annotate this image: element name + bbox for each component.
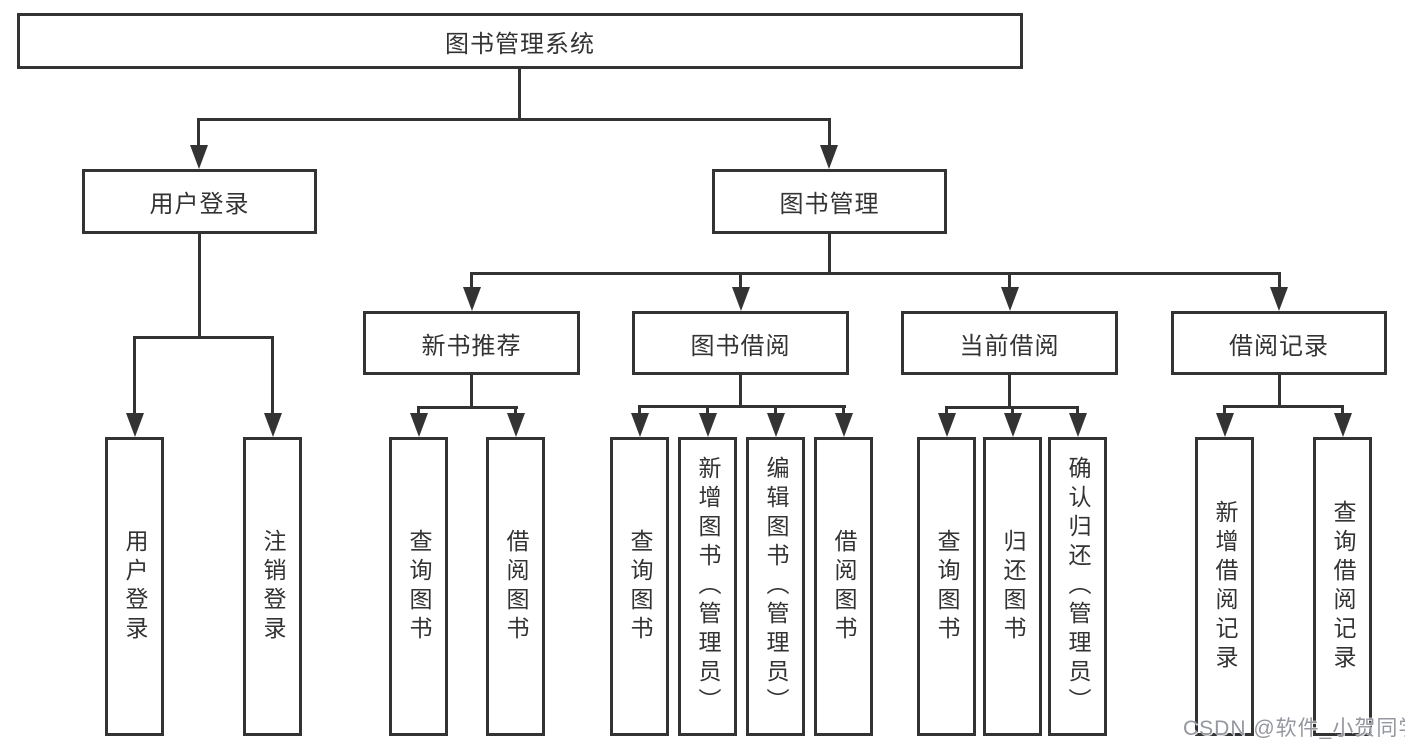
arrowhead-down-icon	[1069, 413, 1087, 437]
connector-line	[739, 375, 742, 408]
connector-line	[470, 272, 1281, 275]
connector-line	[417, 406, 518, 409]
csdn-watermark: CSDN @软件_小贺同学	[1183, 717, 1405, 740]
arrowhead-down-icon	[507, 413, 525, 437]
node-leaf-borrow-books-borrowing: 借阅图书	[814, 437, 873, 736]
leaf-label: 确认归还（管理员）	[1065, 456, 1091, 717]
node-leaf-user-login: 用户登录	[105, 437, 164, 736]
arrowhead-down-icon	[1001, 287, 1019, 311]
connector-line	[1223, 405, 1226, 418]
node-leaf-query-borrow-record: 查询借阅记录	[1313, 437, 1372, 736]
node-leaf-query-books-current: 查询图书	[917, 437, 976, 736]
arrowhead-down-icon	[1004, 413, 1022, 437]
arrowhead-down-icon	[1334, 413, 1352, 437]
connector-line	[774, 405, 777, 418]
connector-line	[1008, 272, 1011, 290]
connector-line	[1011, 406, 1014, 418]
node-leaf-borrow-books-recommend: 借阅图书	[486, 437, 545, 736]
node-book-management: 图书管理	[712, 169, 947, 234]
leaf-label: 用户登录	[122, 528, 148, 645]
leaf-label: 查询图书	[627, 528, 653, 645]
leaf-label: 查询图书	[406, 528, 432, 645]
node-leaf-query-books-borrowing: 查询图书	[610, 437, 669, 736]
connector-line	[842, 405, 845, 418]
arrowhead-down-icon	[264, 413, 282, 437]
node-leaf-query-books-recommend: 查询图书	[389, 437, 448, 736]
leaf-label: 查询借阅记录	[1330, 499, 1356, 674]
leaf-label: 新增借阅记录	[1212, 499, 1238, 674]
leaf-label: 借阅图书	[831, 528, 857, 645]
node-leaf-add-borrow-record: 新增借阅记录	[1195, 437, 1254, 736]
connector-line	[1278, 375, 1281, 408]
arrowhead-down-icon	[1216, 413, 1234, 437]
connector-line	[1278, 272, 1281, 290]
connector-line	[197, 118, 200, 148]
arrowhead-down-icon	[410, 413, 428, 437]
connector-line	[828, 118, 831, 148]
connector-line	[638, 405, 641, 418]
arrowhead-down-icon	[835, 413, 853, 437]
leaf-label: 查询图书	[934, 528, 960, 645]
arrowhead-down-icon	[631, 413, 649, 437]
node-leaf-return-books: 归还图书	[983, 437, 1042, 736]
connector-line	[133, 336, 274, 339]
connector-line	[638, 405, 846, 408]
node-current-borrowing: 当前借阅	[901, 311, 1118, 375]
connector-line	[518, 69, 521, 121]
connector-line	[198, 234, 201, 339]
leaf-label: 借阅图书	[503, 528, 529, 645]
connector-line	[133, 336, 136, 416]
arrowhead-down-icon	[732, 287, 750, 311]
connector-line	[470, 272, 473, 290]
connector-line	[1223, 405, 1344, 408]
arrowhead-down-icon	[1270, 287, 1288, 311]
connector-line	[739, 272, 742, 290]
arrowhead-down-icon	[190, 145, 208, 169]
node-leaf-edit-book-admin: 编辑图书（管理员）	[746, 437, 805, 736]
arrowhead-down-icon	[938, 413, 956, 437]
leaf-label: 新增图书（管理员）	[695, 456, 721, 717]
connector-line	[470, 375, 473, 409]
arrowhead-down-icon	[820, 145, 838, 169]
leaf-label: 注销登录	[260, 528, 286, 645]
node-library-system: 图书管理系统	[17, 13, 1023, 69]
connector-line	[514, 406, 517, 418]
arrowhead-down-icon	[767, 413, 785, 437]
node-book-borrowing: 图书借阅	[632, 311, 849, 375]
connector-line	[945, 406, 948, 418]
arrowhead-down-icon	[463, 287, 481, 311]
connector-line	[417, 406, 420, 418]
node-borrowing-records: 借阅记录	[1171, 311, 1387, 375]
arrowhead-down-icon	[699, 413, 717, 437]
connector-line	[706, 405, 709, 418]
node-leaf-add-book-admin: 新增图书（管理员）	[678, 437, 737, 736]
connector-line	[1008, 375, 1011, 409]
node-new-book-recommend: 新书推荐	[363, 311, 580, 375]
connector-line	[1076, 406, 1079, 418]
connector-line	[197, 118, 831, 121]
node-user-login: 用户登录	[82, 169, 317, 234]
node-leaf-confirm-return-admin: 确认归还（管理员）	[1048, 437, 1107, 736]
arrowhead-down-icon	[126, 413, 144, 437]
leaf-label: 编辑图书（管理员）	[763, 456, 789, 717]
node-leaf-logout: 注销登录	[243, 437, 302, 736]
connector-line	[1341, 405, 1344, 418]
connector-line	[828, 234, 831, 275]
connector-line	[271, 336, 274, 416]
leaf-label: 归还图书	[1000, 528, 1026, 645]
